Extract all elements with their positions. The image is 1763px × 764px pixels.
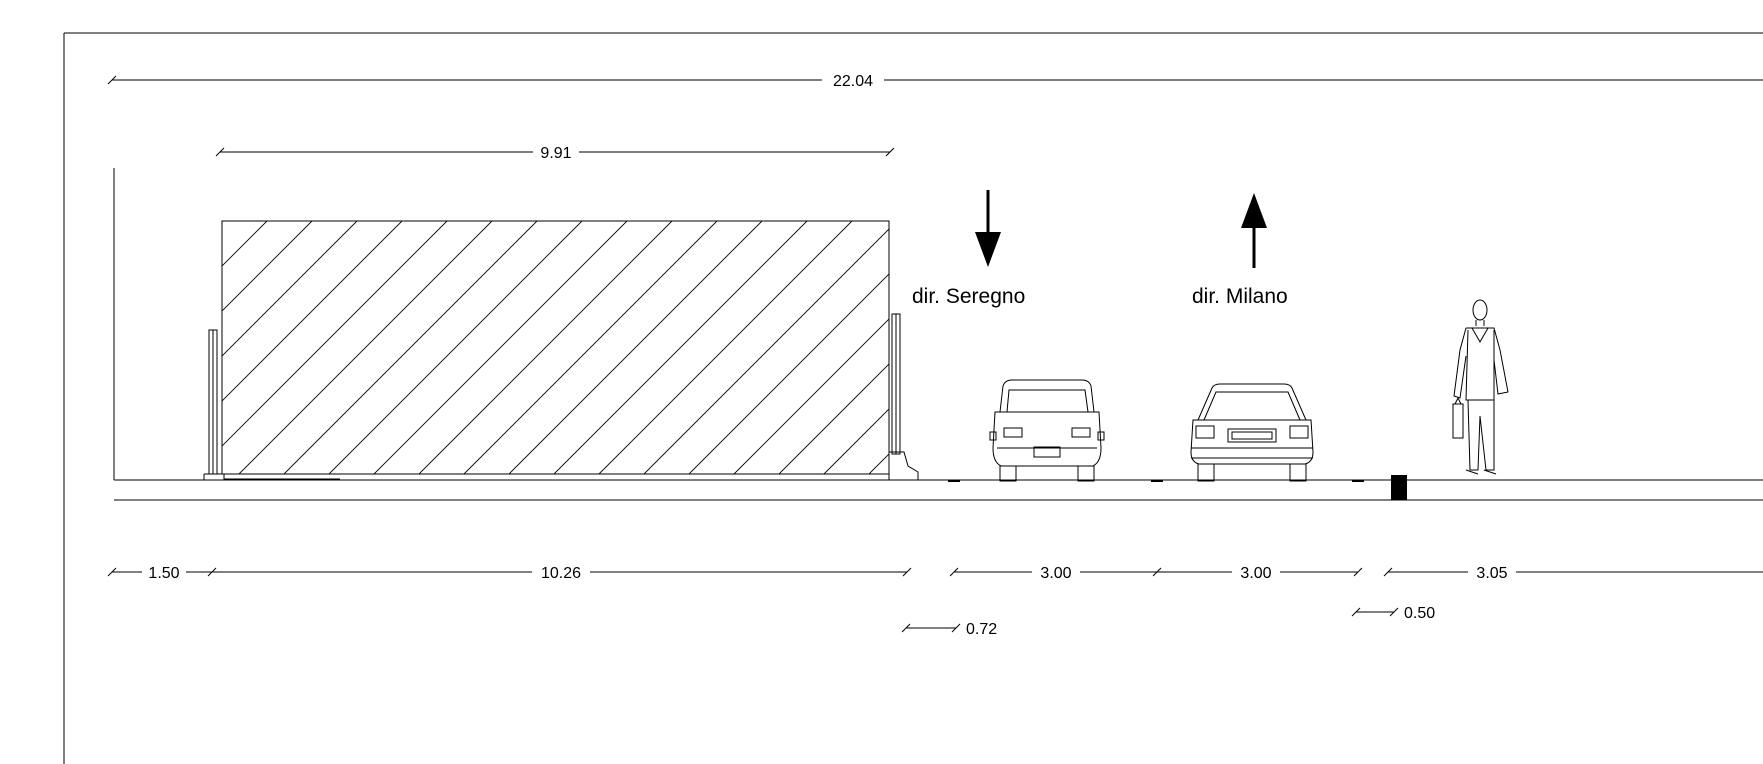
hatch-line (222, 221, 223, 222)
hatch-line (222, 221, 313, 312)
dimension-lane-2-label: 3.00 (1240, 565, 1271, 582)
car-icon (1190, 383, 1314, 482)
right-barrier (888, 313, 919, 481)
hatch-line (418, 221, 673, 474)
lane-markings (948, 480, 1364, 482)
hatch-line (733, 318, 889, 474)
road-surface (114, 473, 1763, 501)
hatch-line (222, 221, 403, 402)
dimension-total-width-label: 22.04 (833, 73, 873, 90)
hatch-line (688, 273, 889, 474)
person-icon (1452, 299, 1509, 475)
dimension-lane-1-label: 3.00 (1040, 565, 1071, 582)
hatch-line (778, 363, 889, 474)
hatch-line (238, 221, 493, 474)
curb (1391, 475, 1407, 500)
arrow-down-icon (975, 190, 1001, 267)
hatch-line (508, 221, 763, 474)
hatch-line (373, 221, 628, 474)
hatch-line (914, 221, 1167, 474)
hatch-line (823, 408, 889, 474)
hatch-line (283, 221, 538, 474)
dimension-median-label: 10.26 (541, 565, 581, 582)
dimension-left-offset: 1.50 (107, 565, 212, 582)
car-icon (989, 379, 1105, 482)
left-barrier-post (208, 329, 218, 475)
dimension-sidewalk: 3.05 (1383, 565, 1763, 582)
dimension-hatched-block-label: 9.91 (540, 145, 571, 162)
dimension-left-offset-label: 1.50 (148, 565, 179, 582)
dimension-curb-label: 0.50 (1404, 605, 1435, 622)
hatched-block (221, 220, 1167, 475)
dimension-sidewalk-label: 3.05 (1476, 565, 1507, 582)
dimension-lane-2: 3.00 (1157, 565, 1363, 582)
hatch-line (328, 221, 583, 474)
direction-milano-label: dir. Milano (1192, 285, 1288, 308)
dimension-hatched-block: 9.91 (215, 145, 895, 162)
dimension-median: 10.26 (207, 565, 912, 582)
dimension-barrier-gap-label: 0.72 (966, 621, 997, 638)
hatch-line (643, 228, 889, 474)
hatch-line (463, 221, 718, 474)
dimension-lane-1: 3.00 (949, 565, 1162, 582)
hatch-line (222, 221, 448, 447)
dimension-curb: 0.50 (1351, 605, 1435, 622)
drawing-frame (63, 32, 1763, 764)
hatch-line (553, 221, 808, 474)
dimension-total-width: 22.04 (107, 73, 1763, 90)
arrow-up-icon (1241, 193, 1267, 268)
hatch-line (598, 221, 853, 474)
direction-seregno-label: dir. Seregno (912, 285, 1025, 308)
hatch-line (222, 221, 358, 357)
dimension-barrier-gap: 0.72 (901, 621, 997, 638)
hatch-line (222, 221, 268, 267)
